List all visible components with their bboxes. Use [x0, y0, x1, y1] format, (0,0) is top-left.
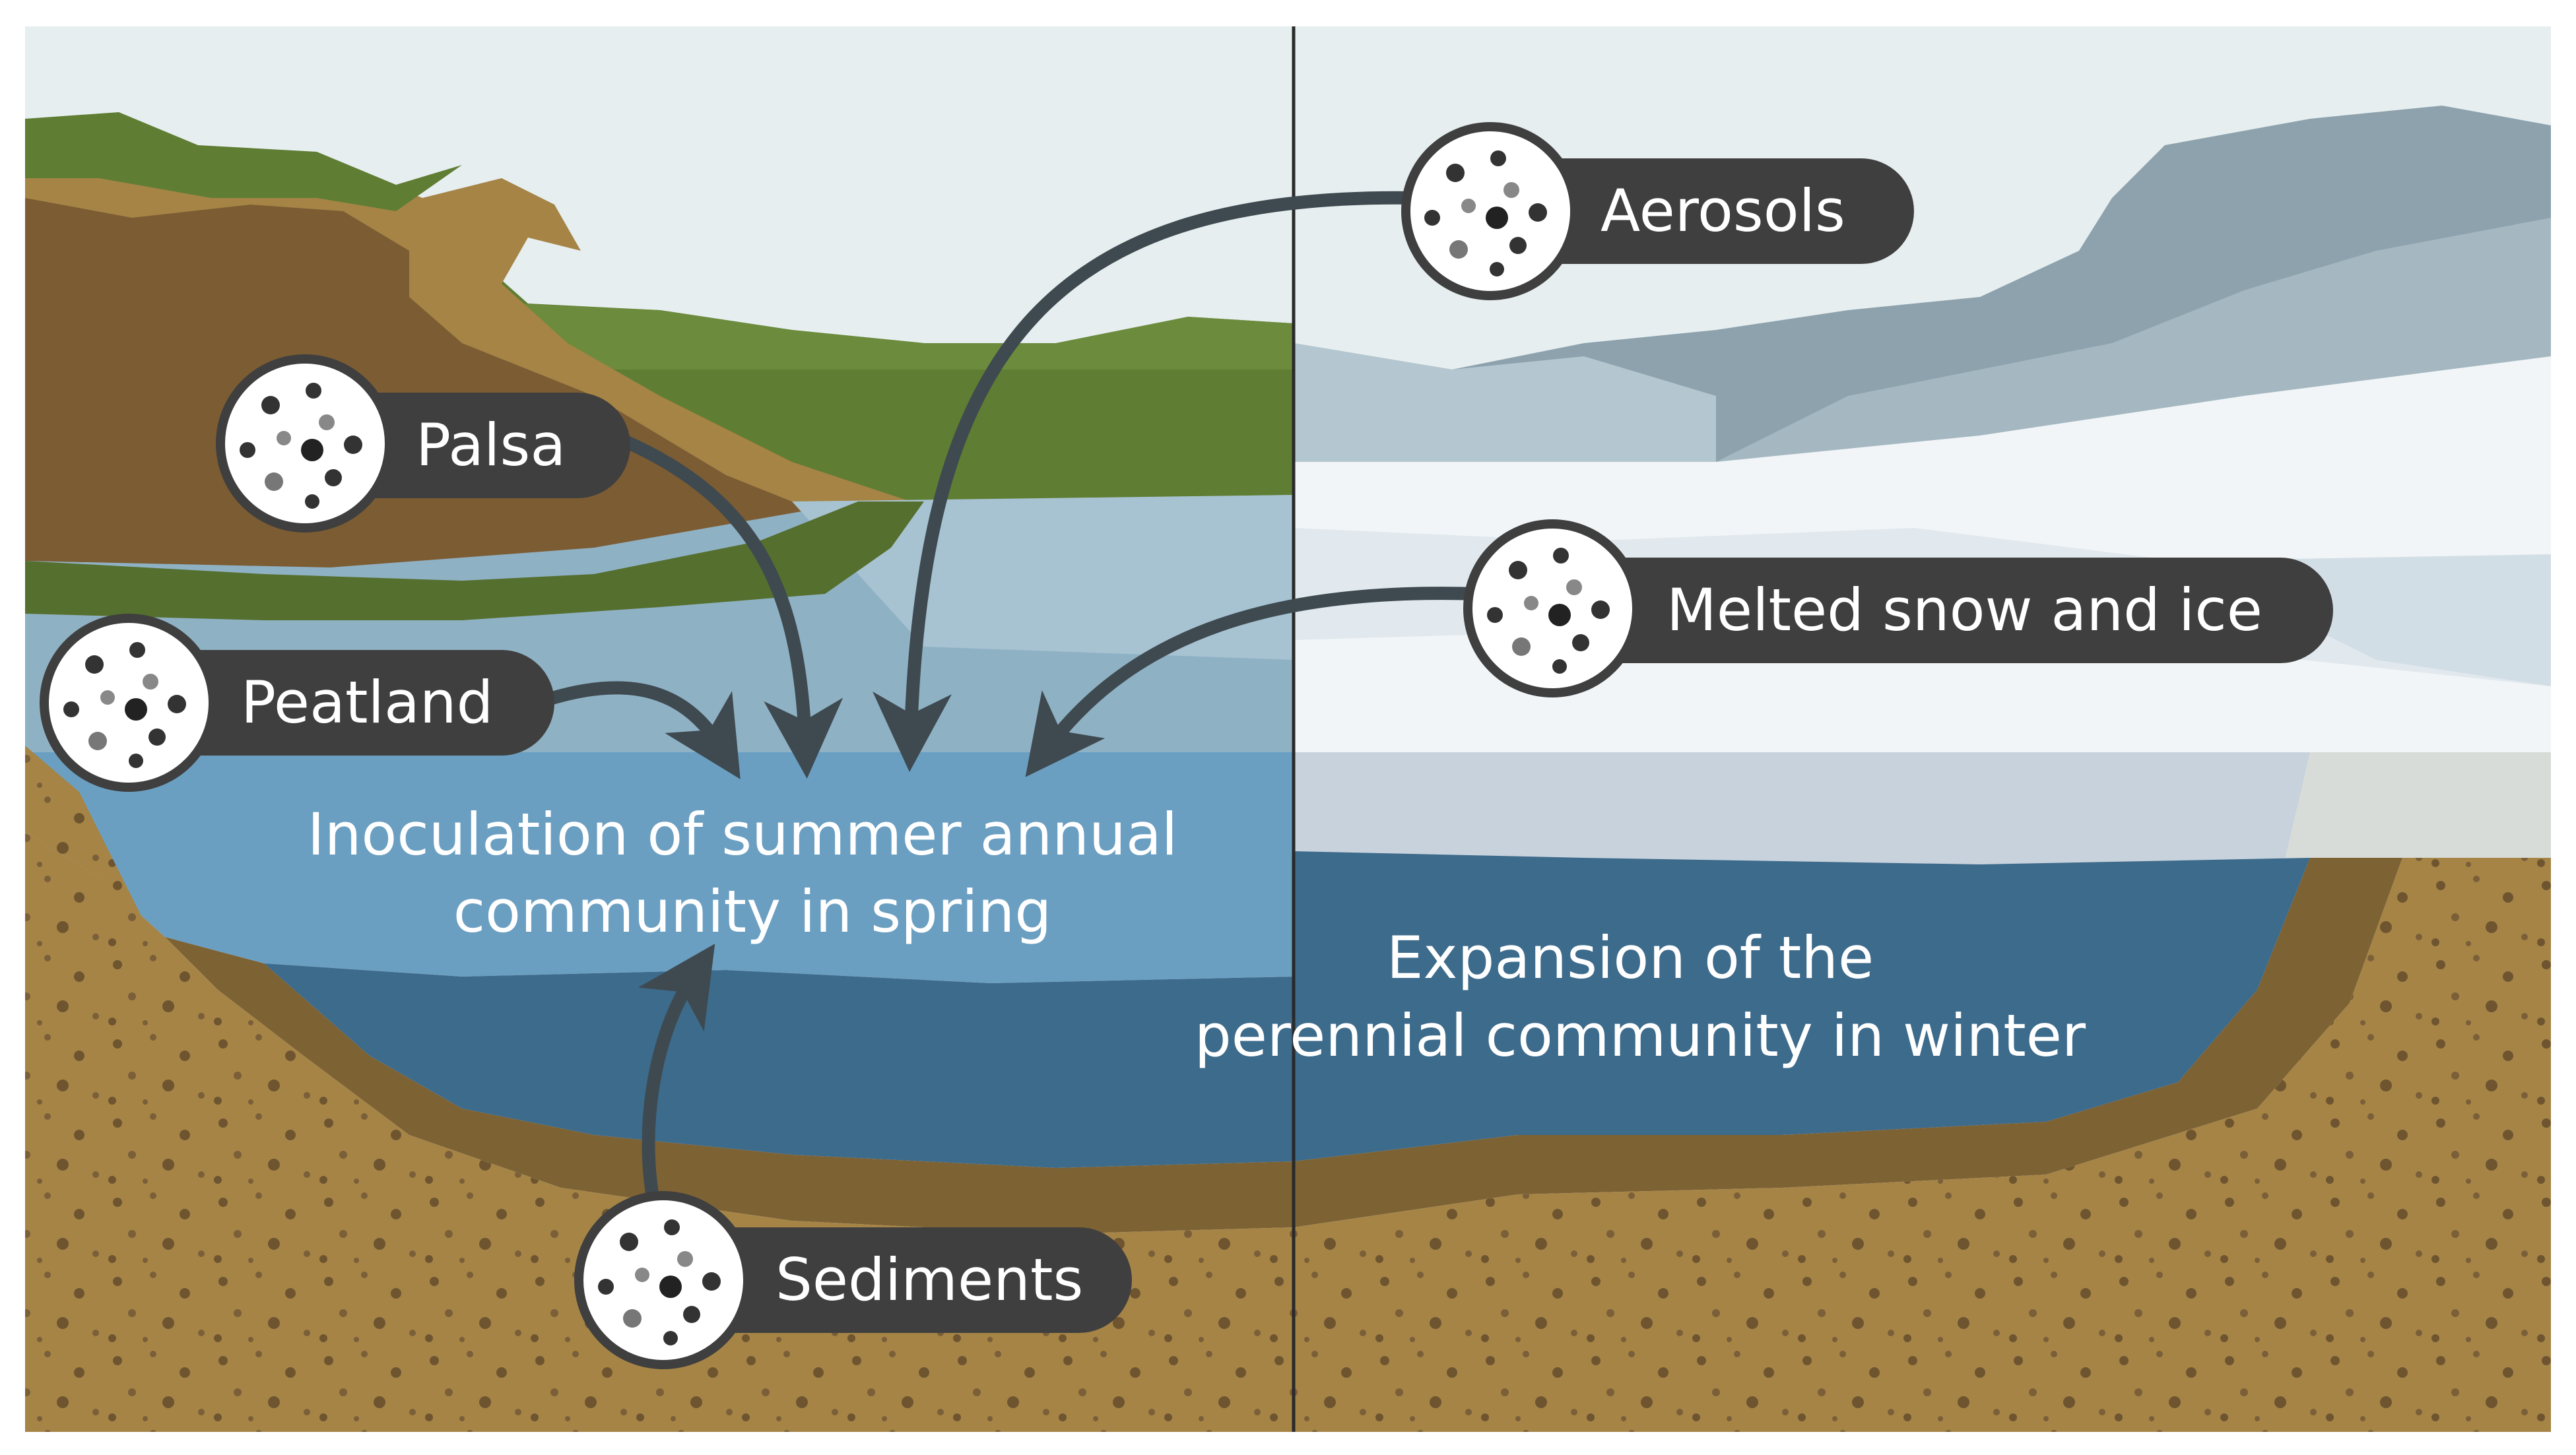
spring-caption-line1: Inoculation of summer annual	[308, 800, 1177, 868]
winter-caption-line1: Expansion of the	[1387, 924, 1874, 992]
sediments-microbe-icon	[574, 1191, 752, 1369]
aerosols-label: Aerosols	[1601, 177, 1845, 245]
source-aerosols: Aerosols	[1401, 122, 1914, 300]
melted-label: Melted snow and ice	[1667, 576, 2262, 644]
peatland-microbe-icon	[40, 614, 218, 792]
source-peatland: Peatland	[40, 614, 554, 792]
arrow-peatland	[541, 681, 741, 779]
winter-caption: Expansion of the perennial community in …	[1195, 924, 2086, 1070]
palsa-label: Palsa	[416, 411, 566, 479]
source-palsa: Palsa	[216, 354, 630, 533]
spring-caption-line2: community in spring	[453, 878, 1051, 946]
arrow-sediments	[638, 944, 715, 1208]
arrow-melted	[1025, 587, 1485, 777]
peatland-label: Peatland	[241, 668, 494, 736]
spring-caption: Inoculation of summer annual community i…	[308, 800, 1177, 946]
melted-microbe-icon	[1463, 519, 1641, 697]
aerosols-microbe-icon	[1401, 122, 1579, 300]
inoculation-arrows	[541, 191, 1485, 1208]
palsa-microbe-icon	[216, 354, 394, 533]
arrow-aerosols	[873, 191, 1426, 772]
winter-caption-line2: perennial community in winter	[1195, 1002, 2086, 1070]
sediments-label: Sediments	[776, 1246, 1083, 1314]
source-melted-snow-ice: Melted snow and ice	[1463, 519, 2333, 697]
arrow-palsa	[620, 436, 843, 779]
source-sediments: Sediments	[574, 1191, 1132, 1369]
